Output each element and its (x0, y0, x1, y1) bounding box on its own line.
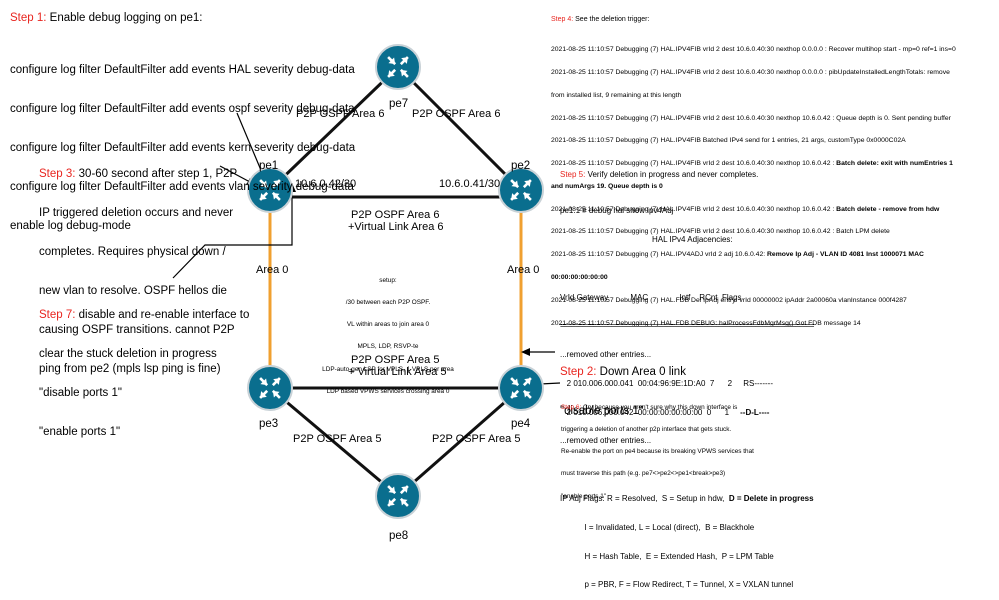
routers (247, 44, 544, 519)
link-label-pe4-pe8: P2P OSPF Area 5 (432, 433, 521, 445)
step3-arrow (219, 165, 251, 183)
node-label-pe3: pe3 (259, 418, 279, 430)
link-pe4-pe8 (397, 386, 522, 498)
area0-links (268, 197, 523, 388)
step6-note: Step 6: Cry because you aren't sure why … (561, 403, 754, 500)
link-label-pe3-pe8: P2P OSPF Area 5 (293, 433, 382, 445)
link-label-pe2-pe7: P2P OSPF Area 6 (412, 108, 501, 120)
link-label-pe1-pe7: P2P OSPF Area 6 (296, 108, 385, 120)
link-label-pe2-pe4: Area 0 (507, 264, 540, 276)
step5-output: pe1.1 # debug hal show ipv4Adj HAL IPv4 … (560, 206, 814, 590)
link-pe2-pe7 (396, 65, 523, 192)
step5-heading: Step 5: Verify deletion in progress and … (560, 170, 759, 179)
router-icon-pe4 (498, 365, 544, 411)
router-icon-pe3 (247, 365, 293, 411)
step3-note: Step 3: 30-60 second after step 1, P2P I… (39, 168, 238, 375)
link-label-pe2-ip: 10.6.0.41/30 (439, 178, 501, 190)
step1-commands: configure log filter DefaultFilter add e… (10, 64, 356, 232)
step1-heading: Step 1: Enable debug logging on pe1: (10, 12, 203, 24)
node-label-pe1: pe1 (259, 160, 279, 172)
router-icon-pe7 (375, 44, 421, 90)
link-label-pe3-pe4-1: P2P OSPF Area 5 (351, 354, 440, 366)
router-icon-pe8 (375, 473, 421, 519)
step1-arrow (236, 112, 264, 176)
link-label-pe1-pe2-1: P2P OSPF Area 6 (351, 209, 440, 221)
node-label-pe2: pe2 (511, 160, 531, 172)
step4-heading: Step 4: See the deletion trigger: (551, 16, 650, 23)
link-label-pe3-pe4-2: + Virtual Link Area 5 (348, 366, 447, 378)
node-label-pe8: pe8 (389, 530, 409, 542)
link-label-pe1-ip: 10.6.0.42/30 (295, 178, 357, 190)
link-label-pe1-pe2-2: +Virtual Link Area 6 (348, 221, 444, 233)
link-pe3-pe8 (269, 386, 399, 498)
link-label-pe1-pe3: Area 0 (256, 264, 289, 276)
network-diagram (172, 44, 561, 519)
link-pe1-pe7 (268, 65, 400, 192)
step4-log: 2021-08-25 11:10:57 Debugging (7) HAL.IP… (551, 46, 956, 327)
step7-note: Step 7: disable and re-enable interface … (39, 309, 250, 438)
router-icon-pe2 (498, 167, 544, 213)
step2-note: Step 2: Down Area 0 link "disable ports … (560, 366, 686, 417)
links (268, 65, 523, 498)
node-label-pe4: pe4 (511, 418, 531, 430)
node-label-pe7: pe7 (389, 98, 409, 110)
router-icon-pe1 (247, 167, 293, 213)
step7-arrow (172, 190, 293, 279)
setup-note: setup: /30 between each P2P OSPF. VL wit… (322, 276, 454, 395)
